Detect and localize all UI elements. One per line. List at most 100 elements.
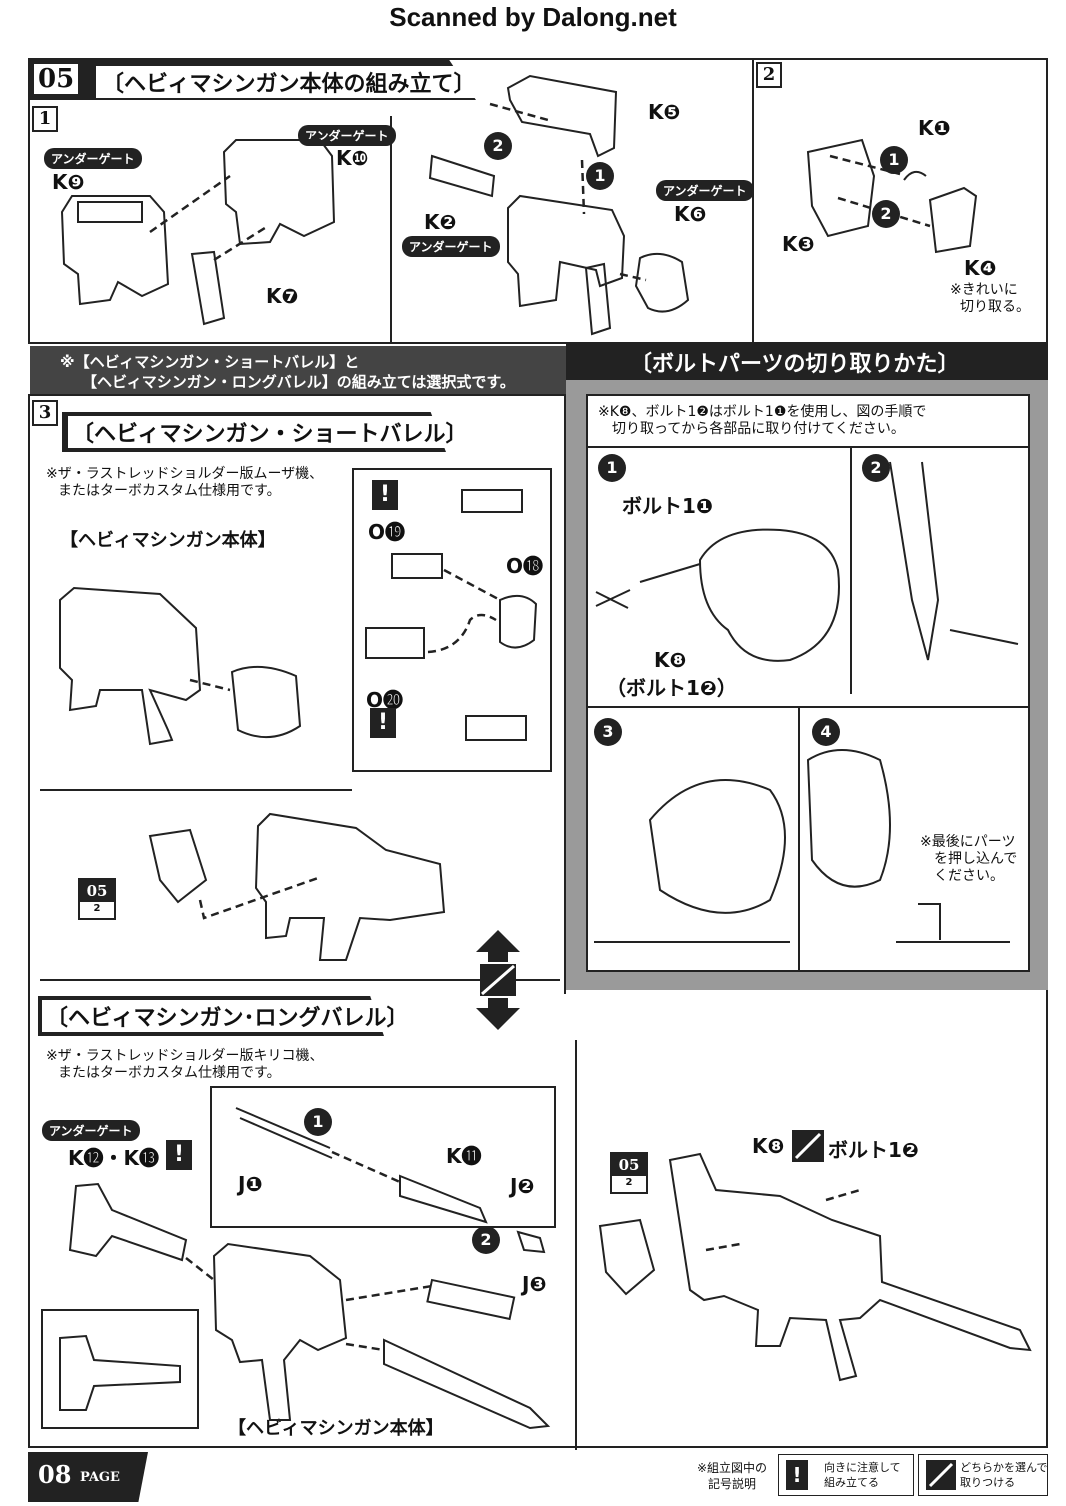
push-note-line1: ※最後にパーツ bbox=[920, 834, 1016, 850]
caution-icon: ! bbox=[370, 708, 396, 738]
order-marker-1: 1 bbox=[586, 162, 614, 190]
assembly-guide bbox=[149, 174, 231, 234]
hand bbox=[698, 528, 840, 662]
section-title: 〔ヘビィマシンガン本体の組み立て〕 bbox=[96, 66, 482, 98]
part-box bbox=[148, 828, 208, 904]
push-arrow bbox=[918, 903, 941, 940]
long-handguard bbox=[383, 1338, 551, 1430]
legend-caution-line2: 組み立てる bbox=[824, 1476, 879, 1489]
choice-note-bar bbox=[30, 346, 566, 394]
caution-icon: ! bbox=[786, 1460, 808, 1490]
choice-arrow-shape bbox=[476, 930, 520, 1030]
short-title: 〔ヘビィマシンガン・ショートバレル〕 bbox=[68, 416, 472, 448]
bolt-12-label: ボルト1❷ bbox=[828, 1138, 919, 1162]
under-gate-tag: アンダーゲート bbox=[298, 125, 396, 146]
fingers-step3 bbox=[648, 779, 786, 914]
bolt-guide bbox=[705, 1242, 741, 1252]
handguard-k11 bbox=[399, 1174, 488, 1224]
assembly-guide bbox=[213, 224, 269, 262]
under-gate-tag: アンダーゲート bbox=[44, 148, 142, 169]
barrel-o20 bbox=[365, 627, 425, 659]
part-label-k5: K❺ bbox=[648, 100, 681, 124]
ref-step-sub: 2 bbox=[625, 1177, 633, 1188]
part-label-k6: K❻ bbox=[674, 202, 707, 226]
order-marker-2: 2 bbox=[872, 200, 900, 228]
under-gate-tag: アンダーゲート bbox=[402, 236, 500, 257]
body-part-k10 bbox=[222, 139, 336, 246]
choice-note-line2: 【ヘビィマシンガン・ロングバレル】の組み立ては選択式です。 bbox=[82, 373, 515, 391]
muzzle-cap-k6 bbox=[634, 252, 690, 313]
divider bbox=[588, 706, 1028, 708]
assembly-guide bbox=[619, 272, 647, 282]
bolt-title-bar bbox=[566, 344, 1048, 380]
assembly-guide bbox=[427, 613, 497, 654]
stock-k12-k13 bbox=[68, 1182, 188, 1262]
k8-label: K❽ bbox=[654, 648, 687, 672]
ref-step-number: 05 bbox=[80, 880, 114, 902]
choice-note-line1: ※【ヘビィマシンガン・ショートバレル】と bbox=[60, 353, 360, 371]
barrel-j3 bbox=[426, 1278, 516, 1321]
ref-step-box: 05 2 bbox=[610, 1152, 648, 1194]
ref-step-number: 05 bbox=[612, 1154, 646, 1176]
legend-caution bbox=[778, 1454, 914, 1496]
choice-icon-shape bbox=[794, 1132, 822, 1160]
cap-o18 bbox=[499, 594, 538, 649]
bolt-part bbox=[949, 629, 1019, 645]
long-body-label: 【ヘビィマシンガン本体】 bbox=[228, 1418, 444, 1439]
bolt-label: ボルト1❶ bbox=[622, 494, 713, 518]
part-label-k10: K❿ bbox=[336, 146, 369, 170]
right-rule bbox=[1046, 990, 1048, 1448]
part-box bbox=[598, 1218, 656, 1296]
assembly-guide bbox=[185, 1257, 215, 1281]
part-label-k3: K❸ bbox=[782, 232, 815, 256]
gun-body bbox=[212, 1242, 348, 1421]
gun-with-long-barrel bbox=[668, 1152, 1032, 1382]
order-marker-2: 2 bbox=[472, 1226, 500, 1254]
assembly-guide bbox=[331, 1150, 401, 1184]
page-tab bbox=[28, 1452, 148, 1502]
order-marker-2: 2 bbox=[484, 132, 512, 160]
long-note-line1: ※ザ・ラストレッドショルダー版キリコ機、 bbox=[46, 1048, 324, 1064]
part-label-o19: O⓳ bbox=[368, 520, 406, 544]
part-k4 bbox=[928, 186, 978, 254]
barrel-o19 bbox=[391, 553, 443, 579]
legend-caution-text: 向きに注意して 組み立てる bbox=[824, 1460, 901, 1490]
under-gate-tag: アンダーゲート bbox=[656, 180, 754, 201]
body-label: 【ヘビィマシンガン本体】 bbox=[60, 530, 276, 551]
nipper bbox=[889, 461, 940, 661]
long-title: 〔ヘビィマシンガン･ロングバレル〕 bbox=[42, 1000, 413, 1032]
assembly-guide bbox=[198, 876, 319, 920]
push-note-line3: ください。 bbox=[934, 868, 1004, 884]
legend-choice-text: どちらかを選んで 取りつける bbox=[960, 1460, 1047, 1490]
legend-choice bbox=[918, 1454, 1048, 1496]
part-label-k9: K❾ bbox=[52, 170, 85, 194]
assembly-guide bbox=[443, 568, 501, 602]
assembly-guide bbox=[580, 159, 586, 215]
step-number-3: 3 bbox=[32, 400, 58, 426]
bolt-note-line1: ※K❽、ボルト1❷はボルト1❶を使用し、図の手順で bbox=[598, 404, 927, 420]
assembly-guide bbox=[489, 102, 549, 122]
part-label-k4: K❹ bbox=[964, 256, 997, 280]
short-note-line1: ※ザ・ラストレッドショルダー版ムーザ機、 bbox=[46, 466, 324, 482]
choice-arrow bbox=[476, 930, 520, 1030]
bolt-guide bbox=[825, 1188, 861, 1202]
body-part-k5 bbox=[506, 74, 618, 158]
assembly-guide bbox=[345, 1284, 433, 1302]
legend-choice-line2: 取りつける bbox=[960, 1476, 1016, 1489]
part-label-k1: K❶ bbox=[918, 116, 951, 140]
push-note-line2: を押し込んで bbox=[934, 851, 1018, 867]
step2-panel bbox=[752, 58, 1048, 344]
stock-detail-box bbox=[41, 1309, 199, 1429]
gun-with-short-barrel bbox=[254, 812, 446, 961]
legend-caution-line1: 向きに注意して bbox=[824, 1461, 901, 1474]
legend-choice-line1: どちらかを選んで bbox=[960, 1461, 1048, 1474]
short-note-line2: またはターボカスタム仕様用です。 bbox=[58, 483, 281, 499]
part-label-k2: K❷ bbox=[424, 210, 457, 234]
gun-body-assembled bbox=[507, 194, 626, 308]
step-number-1: 1 bbox=[32, 106, 58, 132]
bolt-step-1: 1 bbox=[598, 454, 626, 482]
divider bbox=[588, 446, 1028, 448]
divider bbox=[850, 448, 852, 694]
